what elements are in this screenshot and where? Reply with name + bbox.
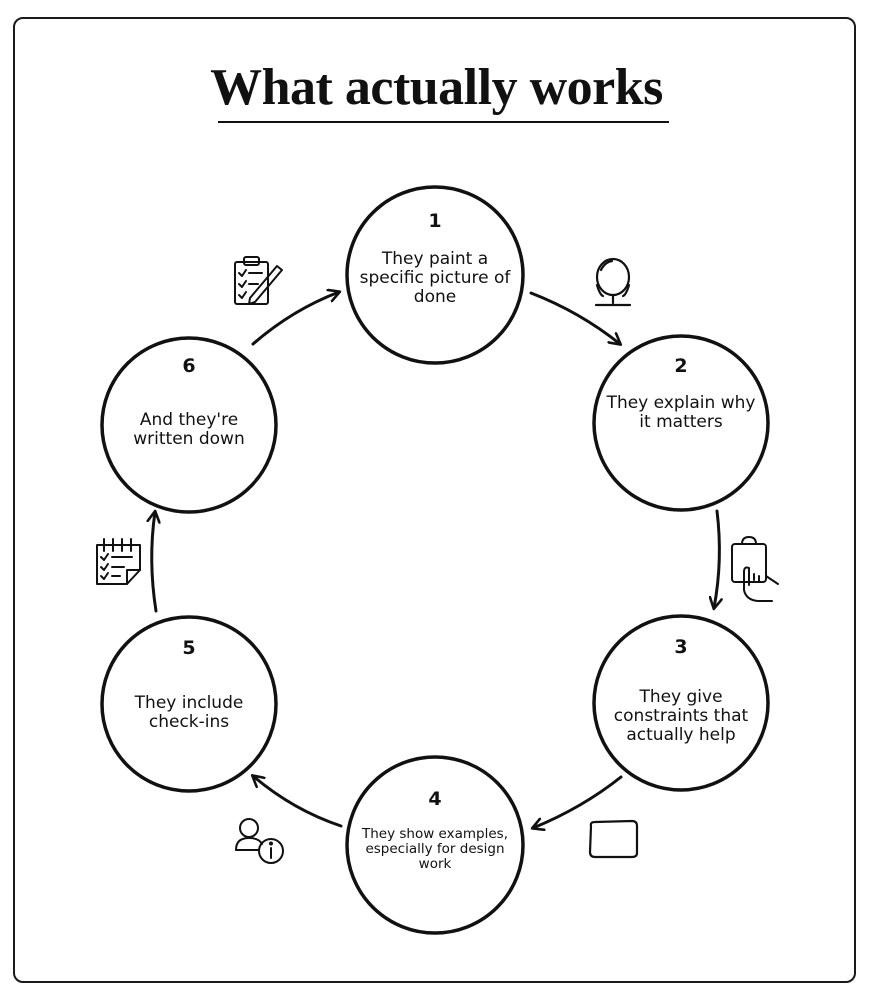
step-2-circle: [592, 334, 770, 512]
title-underline: [218, 121, 669, 123]
step-6-number: 6: [182, 355, 196, 377]
clipboard-hand-icon: [731, 536, 779, 602]
step-4-text: They show examples, especially for desig…: [361, 826, 508, 873]
checklist-pencil-icon: [234, 256, 283, 305]
step-1-number: 1: [428, 210, 442, 232]
arrow-2-to-3: [714, 509, 719, 608]
step-3-circle: [592, 614, 770, 792]
step-6-circle: [100, 336, 278, 514]
step-5-circle: [100, 615, 278, 793]
step-1-circle: [345, 185, 525, 365]
step-4-circle: [345, 755, 525, 935]
step-2-number: 2: [674, 355, 688, 377]
arrow-3-to-4: [533, 775, 623, 828]
arrow-1-to-2: [529, 291, 620, 344]
person-info-icon: [235, 818, 284, 864]
step-5-number: 5: [182, 637, 196, 659]
arrow-6-to-1: [251, 292, 339, 346]
step-2-text: They explain why it matters: [606, 393, 756, 433]
step-4-number: 4: [428, 788, 442, 810]
step-6-text: And they're written down: [133, 410, 245, 450]
mirror-icon: [594, 257, 632, 307]
arrow-5-to-6: [152, 512, 156, 613]
step-3-number: 3: [674, 636, 688, 658]
step-3-text: They give constraints that actually help: [613, 687, 749, 746]
diagram-frame: [13, 17, 856, 983]
diagram-title: What actually works: [210, 59, 663, 116]
calendar-checklist-icon: [96, 538, 141, 585]
blank-card-icon: [588, 819, 639, 859]
step-5-text: They include check-ins: [134, 693, 244, 733]
arrow-4-to-5: [253, 776, 343, 828]
step-1-text: They paint a specific picture of done: [359, 249, 511, 308]
